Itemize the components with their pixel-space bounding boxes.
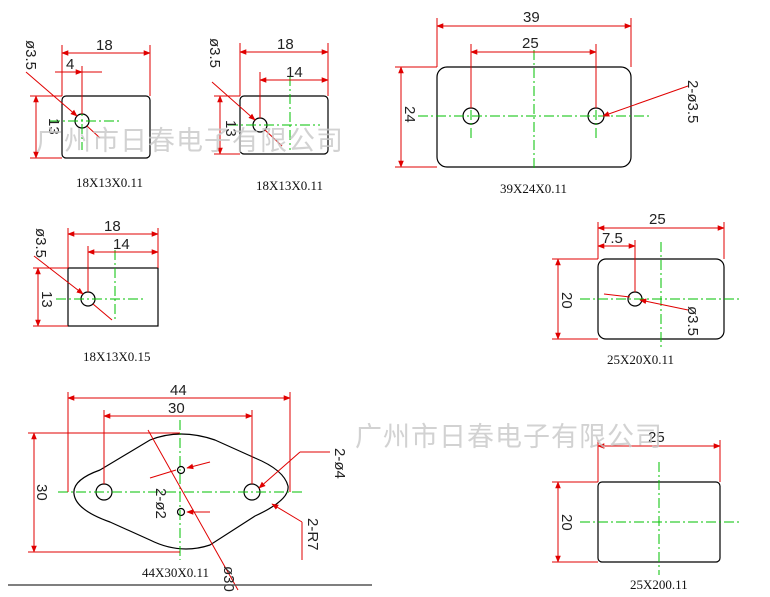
spacing-dimension: 25 [522, 35, 539, 52]
part-18x13-b: 18 14 13 ø3.5 18X13X0.11 [206, 36, 329, 193]
hole-diameter-label: ø3.5 [684, 306, 701, 336]
offset-dimension: 14 [286, 64, 303, 81]
hole-diameter-label: 2-ø3.5 [684, 80, 701, 123]
width-dimension: 18 [277, 36, 294, 53]
part-18x13-a: 18 4 13 ø3.5 18X13X0.11 [22, 37, 151, 190]
holes-leader-line [258, 451, 301, 489]
width-dimension: 25 [648, 429, 665, 446]
part-outline [67, 267, 159, 327]
radius-leader-line [271, 503, 303, 523]
part-25x20-a: 25 7.5 20 ø3.5 25X20X0.11 [552, 211, 742, 367]
height-dimension: 13 [45, 118, 62, 135]
hole-leader-line [33, 255, 84, 295]
height-dimension: 13 [222, 120, 239, 137]
height-dimension: 20 [558, 514, 575, 531]
part-18x13-c: 18 14 13 ø3.5 18X13X0.15 [32, 218, 159, 364]
offset-dimension: 14 [113, 236, 130, 253]
offset-dimension: 7.5 [602, 230, 623, 247]
part-caption: 25X200.11 [630, 577, 688, 592]
part-outline-diamond [73, 433, 289, 550]
holes-diameter-label: 2-ø4 [331, 448, 348, 479]
width-dimension: 25 [649, 211, 666, 228]
spacing-dimension: 30 [168, 400, 185, 417]
part-outline [61, 95, 151, 159]
part-caption: 18X13X0.15 [83, 349, 151, 364]
center-hole-label: ø30 [220, 566, 237, 592]
height-dimension: 30 [33, 484, 50, 501]
part-44x30: 44 30 30 2-ø4 2-R7 2-ø2 ø30 44X30X0.11 [28, 382, 348, 592]
part-39x24: 39 25 24 2-ø3.5 39X24X0.11 [395, 9, 701, 196]
hole-leader-line [25, 71, 78, 117]
watermark-text-lower: 广州市日春电子有限公司 [355, 422, 663, 453]
center-hole-leader-line [147, 429, 239, 591]
hole-diameter-label: ø3.5 [206, 38, 223, 68]
small-holes-label: 2-ø2 [152, 488, 169, 519]
hole-diameter-label: ø3.5 [22, 40, 39, 70]
part-25x20-b: 25 20 25X200.11 [552, 429, 742, 592]
part-caption: 18X13X0.11 [76, 175, 143, 190]
part-caption: 18X13X0.11 [256, 178, 323, 193]
watermark-text-upper: 广州市日春电子有限公司 [36, 126, 344, 157]
radius-label: 2-R7 [304, 518, 321, 551]
offset-dimension: 4 [66, 56, 74, 73]
part-outline [239, 95, 329, 155]
part-caption: 44X30X0.11 [142, 565, 209, 580]
hole-leader-line [211, 81, 256, 121]
small-hole-lower [176, 507, 186, 517]
height-dimension: 24 [401, 106, 418, 123]
width-dimension: 18 [104, 218, 121, 235]
hole-leader-line [602, 85, 689, 117]
part-caption: 25X20X0.11 [607, 352, 674, 367]
width-dimension: 39 [523, 9, 540, 26]
height-dimension: 13 [38, 291, 55, 308]
height-dimension: 20 [558, 292, 575, 309]
hole-diameter-label: ø3.5 [32, 228, 49, 258]
hole-leader-line [639, 298, 689, 311]
part-caption: 39X24X0.11 [500, 181, 567, 196]
small-hole-upper [176, 465, 186, 475]
width-dimension: 44 [170, 382, 187, 399]
width-dimension: 18 [96, 37, 113, 54]
